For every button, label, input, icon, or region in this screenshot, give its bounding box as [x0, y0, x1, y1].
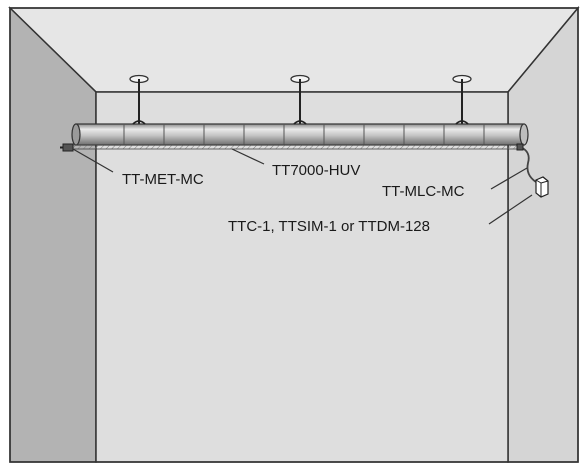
- sensing-cable: [69, 144, 523, 150]
- end-terminal-icon: [60, 143, 74, 152]
- ceiling-hanger-icon: [452, 74, 472, 124]
- leader-line-leader-cable: [490, 167, 528, 190]
- pipe: [71, 120, 529, 146]
- label-controller: TTC-1, TTSIM-1 or TTDM-128: [228, 218, 430, 235]
- leader-connector: [516, 143, 524, 151]
- leader-line-controller: [488, 194, 533, 225]
- room-frame: [9, 7, 579, 463]
- leader-line-end-terminal: [72, 148, 114, 173]
- leader-cable: [519, 146, 537, 183]
- label-leader-cable: TT-MLC-MC: [382, 183, 465, 200]
- leader-line-sensing-cable: [231, 148, 265, 165]
- label-sensing-cable: TT7000-HUV: [272, 162, 360, 179]
- ceiling-hanger-icon: [129, 74, 149, 124]
- back-wall: [95, 91, 509, 463]
- ceiling-hanger-icon: [290, 74, 310, 124]
- label-end-terminal: TT-MET-MC: [122, 171, 204, 188]
- connector-box-icon: [535, 176, 549, 198]
